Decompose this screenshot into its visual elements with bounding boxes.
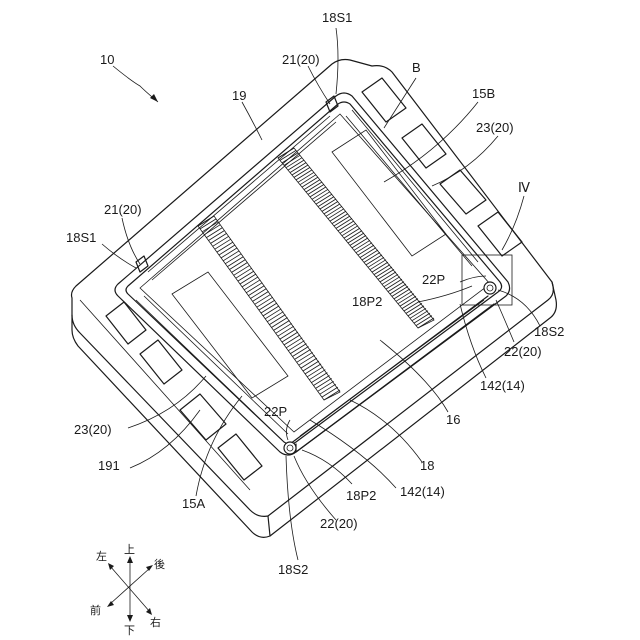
dir-up: 上 — [124, 543, 135, 556]
stopper-22-right — [484, 282, 496, 294]
label-191: 191 — [98, 458, 120, 473]
leader-lines — [102, 28, 540, 560]
label-19: 19 — [232, 88, 246, 103]
label-21-left: 21(20) — [104, 202, 142, 217]
dir-right: 右 — [150, 615, 161, 629]
label-b: B — [412, 60, 421, 75]
label-22-bottom: 22(20) — [320, 516, 358, 531]
label-22p-left: 22P — [264, 404, 287, 419]
arrow-left-icon — [108, 563, 114, 570]
module-15b — [332, 130, 446, 256]
dir-left: 左 — [96, 550, 107, 563]
arrow-front-icon — [107, 601, 114, 607]
arrow-10 — [150, 94, 158, 102]
label-142-right: 142(14) — [480, 378, 525, 393]
label-21-top: 21(20) — [282, 52, 320, 67]
arrow-down-icon — [127, 615, 133, 622]
arrow-right-icon — [146, 608, 152, 615]
label-18s1-left: 18S1 — [66, 230, 96, 245]
arrow-back-icon — [146, 565, 153, 571]
label-22-right: 22(20) — [504, 344, 542, 359]
label-15b: 15B — [472, 86, 495, 101]
label-10: 10 — [100, 52, 114, 67]
direction-indicator: 上 下 左 右 前 後 — [90, 543, 165, 637]
label-18p2-right: 18P2 — [352, 294, 382, 309]
label-18s2-bottom: 18S2 — [278, 562, 308, 577]
pocket-rim-outer — [115, 93, 510, 455]
label-22p-right: 22P — [422, 272, 445, 287]
label-142-left: 142(14) — [400, 484, 445, 499]
arrow-up-icon — [127, 556, 133, 563]
label-18p2-left: 18P2 — [346, 488, 376, 503]
label-23-left: 23(20) — [74, 422, 112, 437]
label-18s1-top: 18S1 — [322, 10, 352, 25]
label-15a: 15A — [182, 496, 205, 511]
dir-front: 前 — [90, 603, 101, 617]
label-iv: Ⅳ — [518, 180, 530, 195]
fin-comb-left — [198, 216, 340, 400]
dir-back: 後 — [154, 557, 165, 571]
label-18s2-right: 18S2 — [534, 324, 564, 339]
label-18: 18 — [420, 458, 434, 473]
stopper-22-bottom — [284, 442, 296, 454]
label-16: 16 — [446, 412, 460, 427]
label-23-right: 23(20) — [476, 120, 514, 135]
module-15a — [172, 272, 288, 398]
dir-down: 下 — [124, 624, 135, 637]
